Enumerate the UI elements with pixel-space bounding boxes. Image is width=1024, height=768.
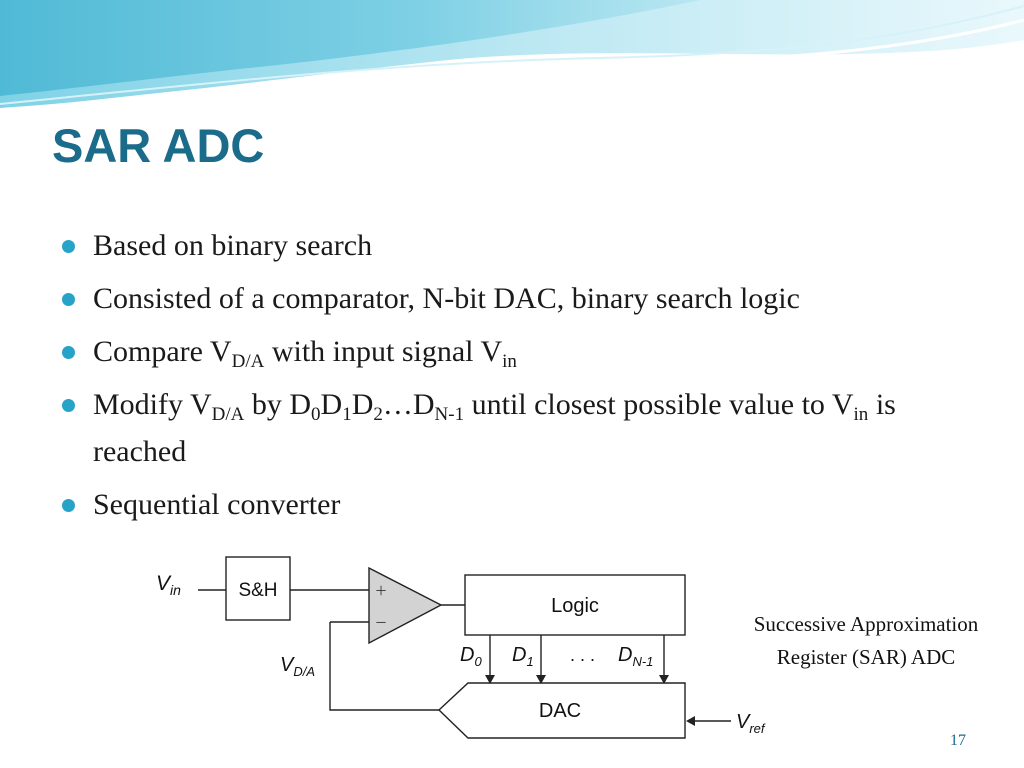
vin-label: Vin <box>156 572 181 598</box>
vda-label: VD/A <box>280 654 315 679</box>
bullet-text: Based on binary search <box>93 229 373 262</box>
bullet-text: by D <box>244 388 312 421</box>
bullet-dot-icon <box>62 499 75 512</box>
bullet-text: Consisted of a comparator, N-bit DAC, bi… <box>93 282 800 315</box>
bullet-text: Sequential converter <box>93 488 341 521</box>
bullet-item: Consisted of a comparator, N-bit DAC, bi… <box>62 275 982 322</box>
bullet-text: until closest possible value to V <box>464 388 854 421</box>
caption-line-2: Register (SAR) ADC <box>776 645 956 669</box>
ellipsis-label: . . . <box>570 645 595 665</box>
bullet-item: Sequential converter <box>62 481 982 528</box>
bullet-text: D <box>351 388 374 421</box>
dn-label: DN-1 <box>618 644 653 669</box>
diagram-caption: Successive Approximation Register (SAR) … <box>718 608 1014 674</box>
bullet-text: D <box>320 388 343 421</box>
sh-box <box>225 556 291 621</box>
d1-arrowhead <box>536 675 546 684</box>
bullet-subscript: 1 <box>342 404 352 425</box>
logic-box <box>464 574 686 636</box>
bullet-text: is reached <box>93 388 896 468</box>
slide-title: SAR ADC <box>52 119 265 172</box>
bullet-item: Compare VD/A with input signal Vin <box>62 328 982 375</box>
bullet-text: with input signal V <box>264 335 503 368</box>
bullet-item: Based on binary search <box>62 222 982 269</box>
d0-label: D0 <box>460 644 482 669</box>
dac-label: DAC <box>539 700 581 722</box>
vref-arrowhead <box>686 716 695 726</box>
vda-feedback-wire <box>329 622 439 711</box>
d1-label: D1 <box>512 644 534 669</box>
bullet-subscript: D/A <box>211 404 245 425</box>
bullet-text: Compare V <box>93 335 232 368</box>
plus-sign: + <box>375 580 386 602</box>
d0-arrowhead <box>485 675 495 684</box>
dac-block <box>437 682 686 739</box>
comparator-triangle <box>368 566 443 645</box>
logic-label: Logic <box>551 595 599 617</box>
vref-label: Vref <box>736 711 766 736</box>
bullet-subscript: 2 <box>373 404 383 425</box>
bullet-dot-icon <box>62 240 75 253</box>
bullet-dot-icon <box>62 293 75 306</box>
bullet-dot-icon <box>62 346 75 359</box>
minus-sign: − <box>375 612 386 634</box>
bullet-subscript: D/A <box>231 351 265 372</box>
bullet-subscript: N-1 <box>434 404 465 425</box>
bullet-dot-icon <box>62 399 75 412</box>
caption-line-1: Successive Approximation <box>753 612 979 636</box>
bullet-text: …D <box>382 388 435 421</box>
bullet-subscript: in <box>502 351 517 372</box>
bullet-subscript: in <box>853 404 869 425</box>
page-number: 17 <box>950 732 966 749</box>
bullet-text: Modify V <box>93 388 212 421</box>
bullet-subscript: 0 <box>311 404 321 425</box>
sh-label: S&H <box>238 580 277 601</box>
header-wave-decoration <box>0 0 1024 114</box>
dn-arrowhead <box>659 675 669 684</box>
bullet-item: Modify VD/A by D0D1D2…DN-1 until closest… <box>62 381 982 475</box>
